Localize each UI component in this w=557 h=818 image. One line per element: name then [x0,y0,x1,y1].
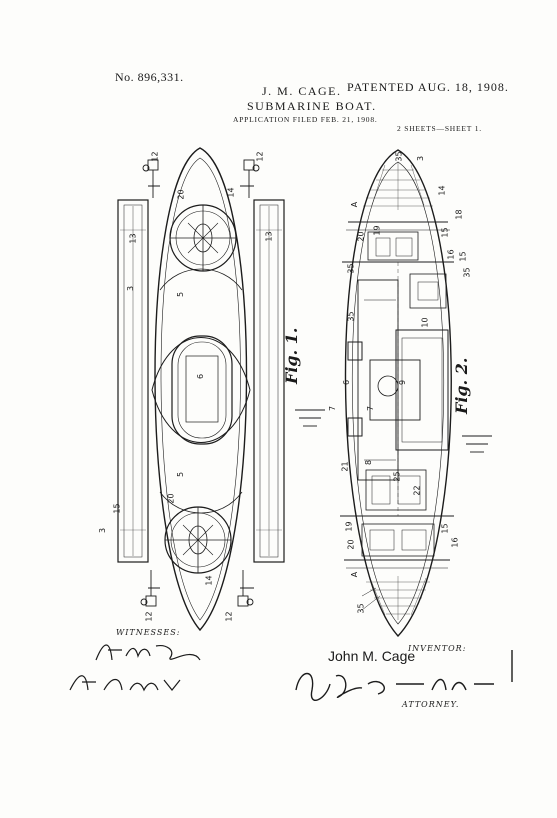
ref-left-2: 12 [255,151,265,162]
inventor-header: J. M. CAGE. [262,84,342,98]
ref-right-12: 35 [346,311,356,322]
ref-right-27: A [350,201,360,208]
ref-left-8: 6 [196,373,206,380]
ref-right-7: 35 [346,263,356,274]
ref-right-18: 21 [340,461,350,472]
application-filed: APPLICATION FILED FEB. 21, 1908. [233,115,378,124]
ref-right-19: 8 [364,459,374,466]
ref-left-16: 15 [112,503,122,514]
ref-left-3: 20 [176,189,186,200]
ref-right-10: 15 [458,251,468,262]
ref-left-7: 5 [176,291,186,298]
ref-left-15: 3 [98,527,108,534]
ref-right-5: 19 [372,225,382,236]
ref-right-11: 16 [446,249,456,260]
inventor-signature: John M. Cage [328,648,416,664]
witnesses-label: WITNESSES: [116,628,181,637]
ref-right-28: 35 [356,603,366,614]
ref-left-1: 12 [150,151,160,162]
ref-left-11: 20 [166,493,176,504]
ref-right-17: 7 [366,405,376,412]
sheet-count: 2 SHEETS—SHEET 1. [397,124,482,133]
patent-title: SUBMARINE BOAT. [247,99,377,113]
ref-left-9: 3 [126,285,136,292]
ref-right-1: 3 [416,155,426,162]
patented-date: PATENTED AUG. 18, 1908. [347,80,509,94]
ref-right-24: 16 [450,537,460,548]
ref-right-15: 6 [342,379,352,386]
fig1-label: Fig. 1. [282,327,301,384]
ref-right-4: 20 [356,231,366,242]
attorney-signature-strokes [295,672,494,701]
inventor-label: INVENTOR: [408,644,467,653]
ref-right-8: 35 [462,267,472,278]
ref-left-4: 14 [226,187,236,198]
ref-right-13: 18 [454,209,464,220]
ref-left-10: 5 [176,471,186,478]
fig2-label: Fig. 2. [452,357,471,414]
ref-right-3: 14 [437,185,447,196]
fig2-section-view [340,149,454,638]
fig1-section-marks [295,409,325,427]
ref-left-14: 12 [224,611,234,622]
fig1-plan-view [117,147,285,632]
ref-right-6: 15 [440,227,450,238]
ref-right-9: 10 [420,317,430,328]
ref-left-12: 14 [204,575,214,586]
witness-signature-strokes [69,644,201,692]
patent-number: No. 896,331. [115,70,184,84]
ref-right-21: 25 [392,471,402,482]
ref-right-20: 22 [412,485,422,496]
fig2-section-marks [462,435,492,453]
ref-left-13: 12 [144,611,154,622]
ref-right-22: 19 [344,521,354,532]
ref-left-5: 13 [128,233,138,244]
ref-right-25: 20 [346,539,356,550]
ref-right-2: 35 [394,151,404,162]
ref-right-14: 9 [398,379,408,386]
ref-right-16: 7 [328,405,338,412]
ref-right-23: 15 [440,523,450,534]
attorney-label: ATTORNEY. [402,700,460,709]
ref-right-26: A [350,571,360,578]
ref-left-6: 13 [264,231,274,242]
